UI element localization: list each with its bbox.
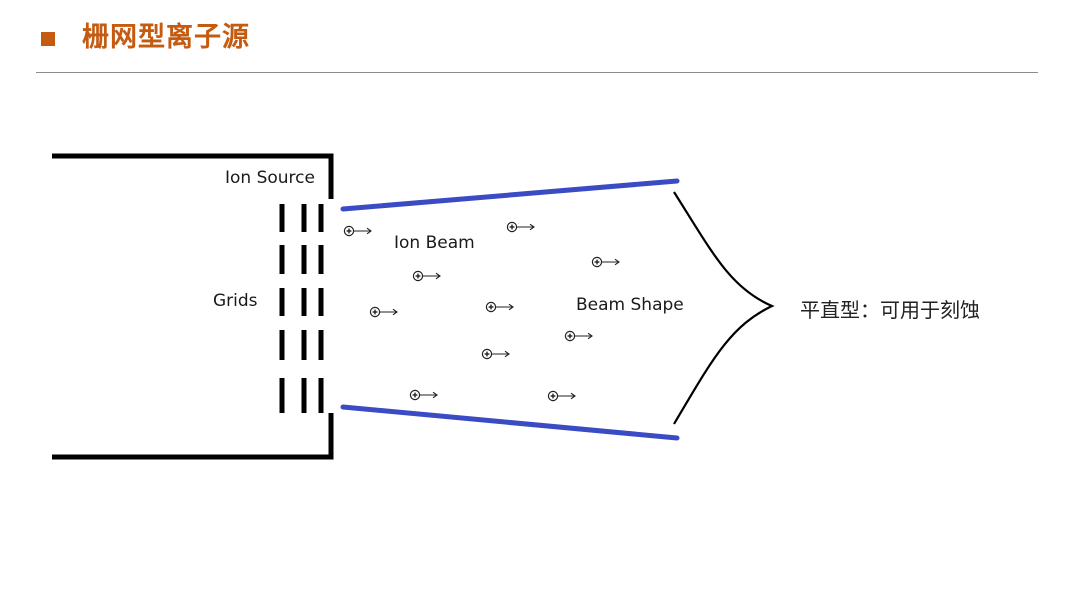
ion-beam-label: Ion Beam	[394, 233, 475, 253]
slide-title: 栅网型离子源	[82, 22, 250, 53]
square-bullet-icon	[41, 32, 55, 46]
positive-ion-arrow-icon	[409, 389, 438, 401]
header-divider	[36, 72, 1038, 73]
positive-ion-arrow-icon	[506, 221, 535, 233]
ion-source-label: Ion Source	[225, 168, 315, 188]
beam-shape-label: Beam Shape	[576, 295, 684, 315]
positive-ion-arrow-icon	[369, 306, 398, 318]
positive-ion-arrow-icon	[412, 270, 441, 282]
slide-header: 栅网型离子源	[0, 0, 1080, 74]
beam-shape-note: 平直型：可用于刻蚀	[800, 298, 980, 322]
positive-ion-arrow-icon	[343, 225, 372, 237]
beam-upper-boundary	[340, 178, 680, 212]
positive-ion-arrow-icon	[485, 301, 514, 313]
chamber-top-wall	[52, 153, 334, 199]
positive-ion-arrow-icon	[481, 348, 510, 360]
grids-label: Grids	[213, 291, 258, 311]
positive-ion-arrow-icon	[547, 390, 576, 402]
positive-ion-arrow-icon	[591, 256, 620, 268]
positive-ion-arrow-icon	[564, 330, 593, 342]
chamber-bottom-wall	[52, 413, 334, 460]
beam-shape-curve	[673, 191, 775, 425]
grid-electrodes	[279, 204, 324, 413]
beam-lower-boundary	[340, 404, 680, 441]
